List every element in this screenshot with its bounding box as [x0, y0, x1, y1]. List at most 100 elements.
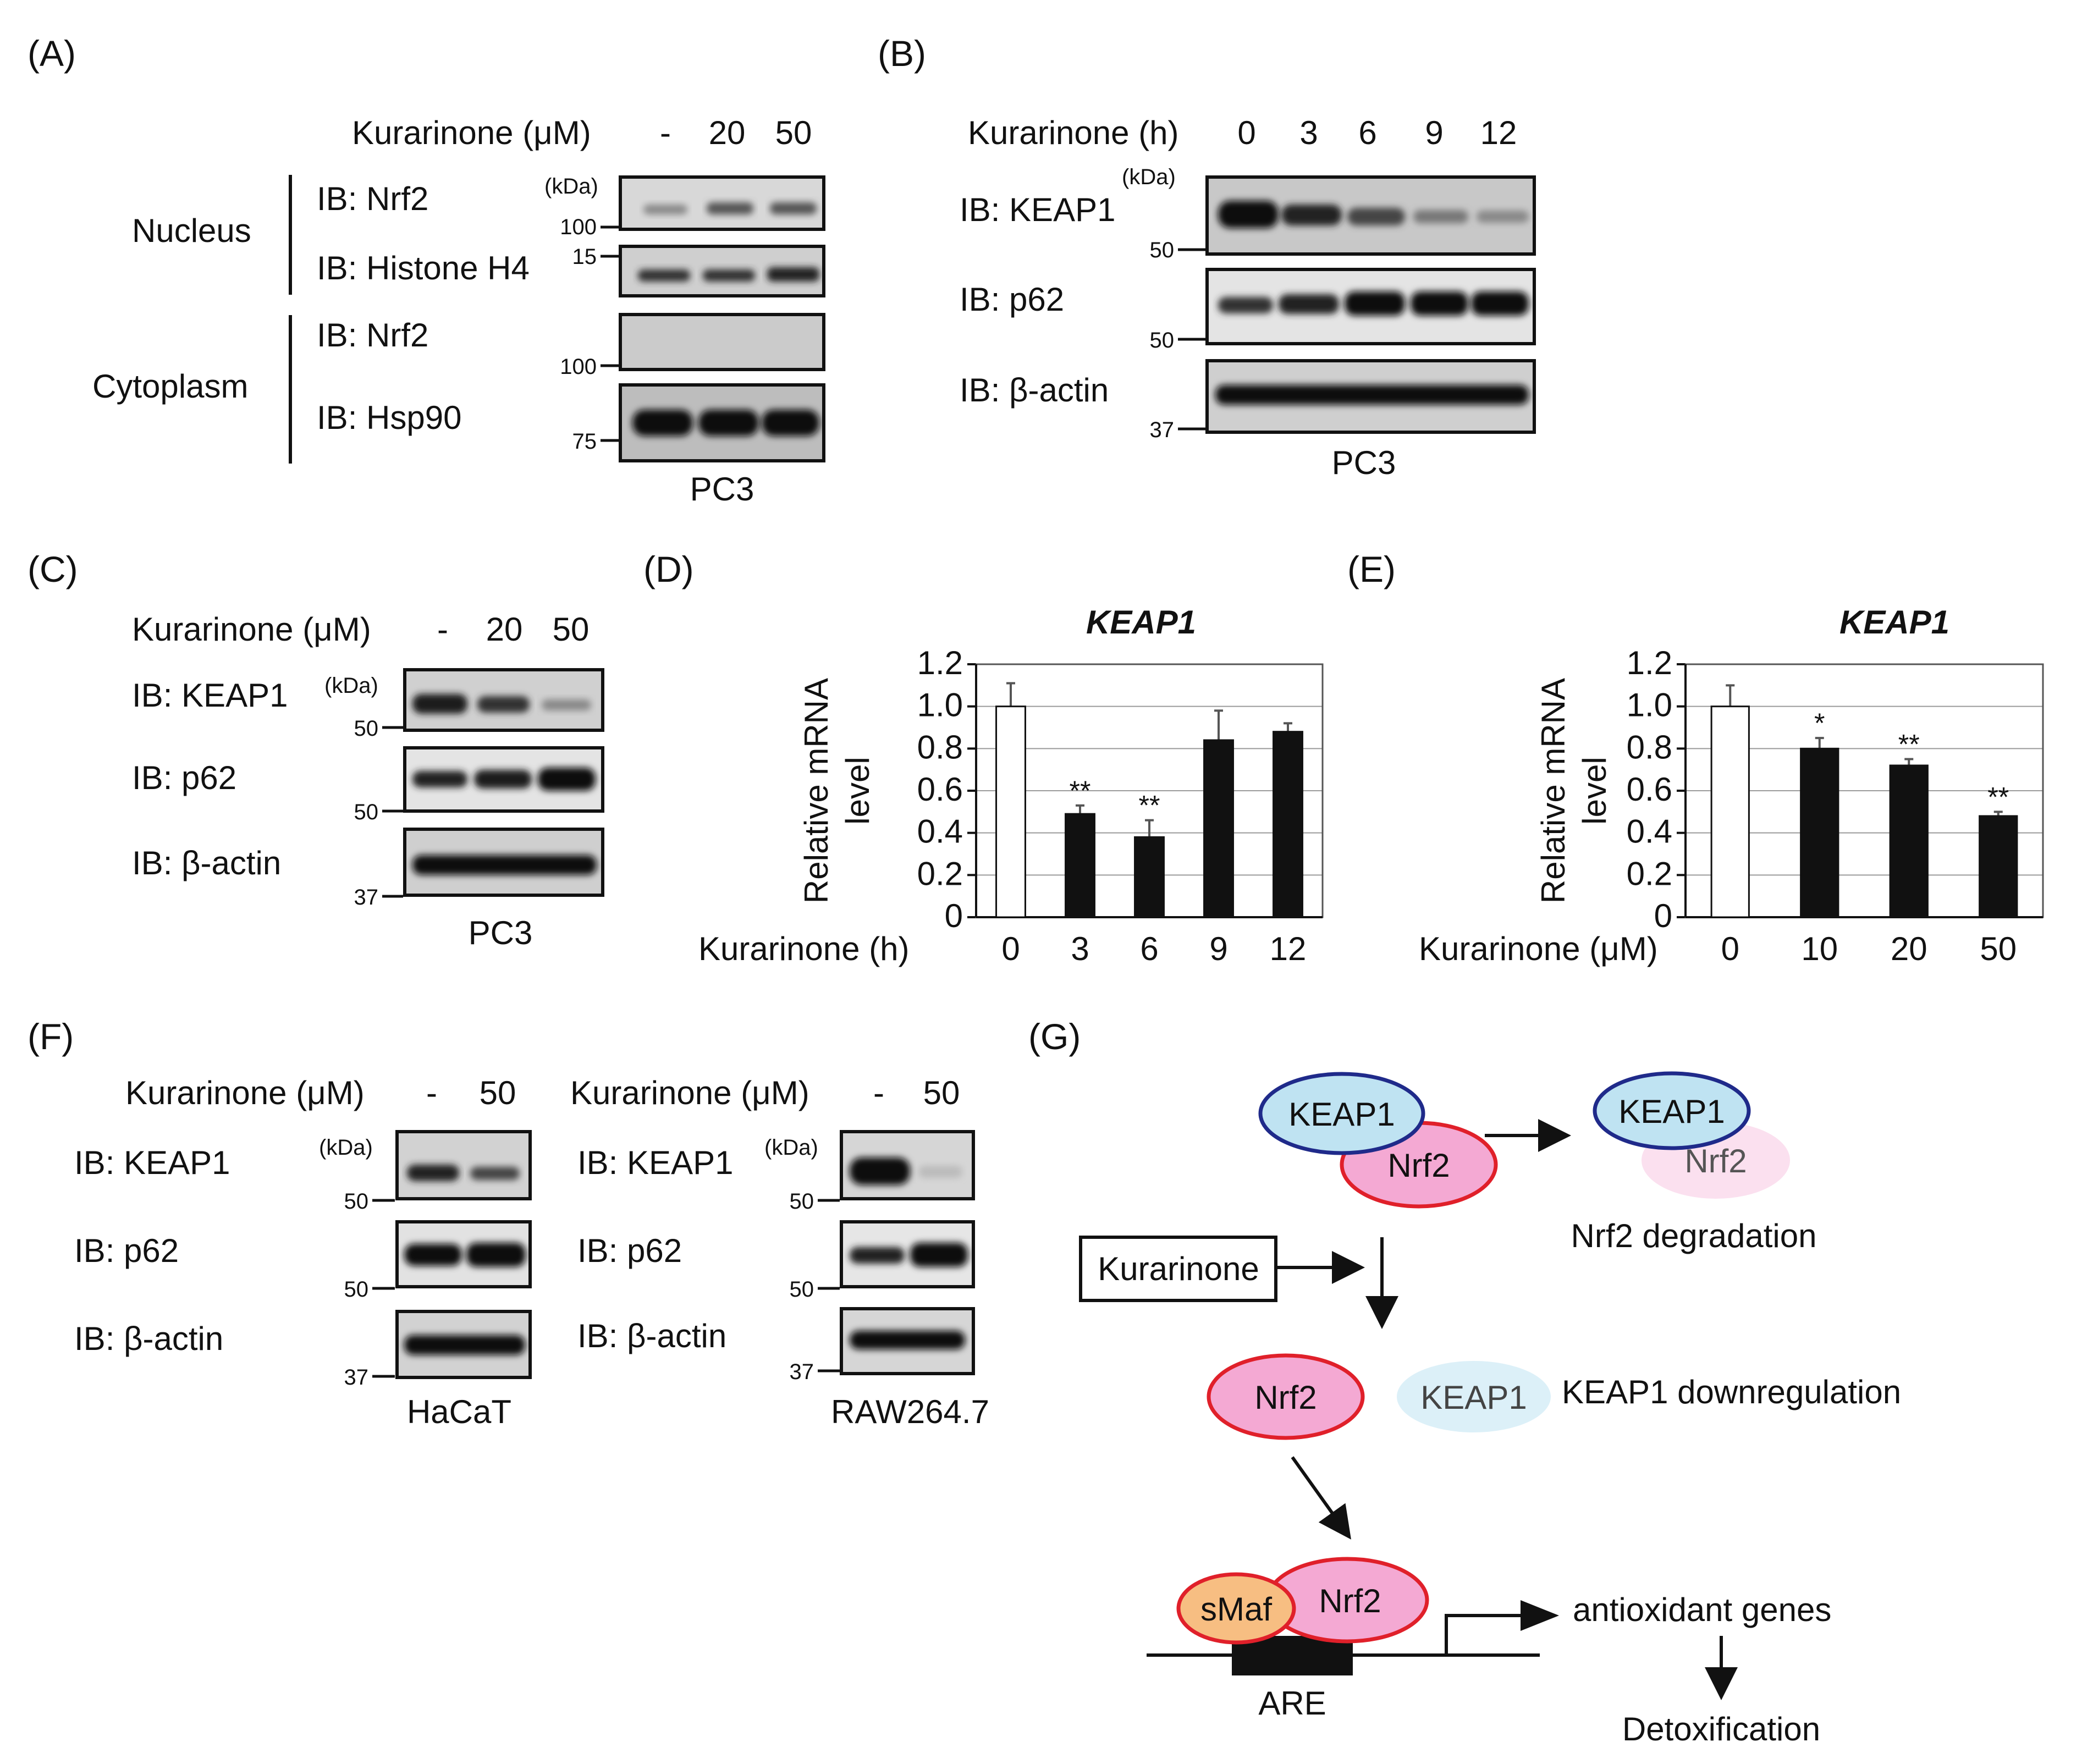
- x-tick-label: 10: [1801, 930, 1838, 967]
- y-tick-label: 0.4: [1627, 813, 1672, 850]
- lane-label: -: [660, 114, 671, 151]
- bar: [1979, 815, 2018, 918]
- lane-label: 50: [480, 1074, 516, 1111]
- panel-e: (E) 00.20.40.60.81.01.20*10**20**50Kurar…: [1347, 549, 2044, 967]
- ib-label: IB: β-actin: [577, 1318, 726, 1354]
- panel-label-d: (D): [643, 549, 694, 589]
- mw-marker: 50: [344, 1277, 369, 1302]
- mw-marker: 37: [354, 885, 379, 909]
- kurarinone-box: [1079, 1236, 1277, 1302]
- bar: [1134, 836, 1165, 918]
- lane-label: 20: [486, 611, 523, 648]
- ib-label: IB: p62: [577, 1232, 682, 1269]
- blot-keap1: [1205, 175, 1536, 256]
- chart-title: KEAP1: [1839, 604, 1949, 641]
- x-tick-label: 12: [1270, 930, 1307, 967]
- lane-label: 50: [775, 114, 812, 151]
- bar: [1203, 739, 1234, 918]
- x-tick-label: 6: [1140, 930, 1158, 967]
- mw-marker: 37: [344, 1365, 369, 1390]
- y-tick-label: 1.0: [917, 687, 963, 724]
- mw-marker: 50: [344, 1189, 369, 1214]
- x-tick-label: 0: [1721, 930, 1739, 967]
- nrf2-bound-label: Nrf2: [1319, 1583, 1381, 1619]
- x-tick-label: 20: [1891, 930, 1927, 967]
- mw-marker: 100: [560, 215, 597, 239]
- detoxification-label: Detoxification: [1622, 1711, 1820, 1748]
- blot-p62-hacat: [395, 1220, 532, 1288]
- blot-keap1: [403, 668, 604, 732]
- blot-p62-raw: [840, 1220, 975, 1288]
- cell-line-label: RAW264.7: [831, 1393, 989, 1430]
- treatment-label: Kurarinone (μM): [352, 114, 591, 151]
- treatment-label: Kurarinone (μM): [132, 611, 371, 648]
- blot-keap1-raw: [840, 1130, 975, 1200]
- panel-label-a: (A): [27, 33, 76, 74]
- kda-label: (kDa): [319, 1135, 373, 1160]
- mw-marker: 37: [1150, 418, 1175, 442]
- significance-mark: **: [1898, 729, 1920, 760]
- blot-p62: [1205, 268, 1536, 345]
- panel-label-b: (B): [878, 33, 926, 74]
- blot-bactin: [403, 828, 604, 897]
- x-tick-label: 9: [1209, 930, 1227, 967]
- lane-label: 6: [1358, 114, 1376, 151]
- nucleus-label: Nucleus: [132, 212, 251, 249]
- ib-label: IB: KEAP1: [74, 1144, 230, 1181]
- keap1-downregulation-label: KEAP1 downregulation: [1562, 1374, 1901, 1410]
- x-tick-label: 50: [1980, 930, 2017, 967]
- y-tick-label: 0.8: [1627, 729, 1672, 765]
- faded-keap1-label: KEAP1: [1420, 1379, 1527, 1416]
- keap1-label: KEAP1: [1288, 1096, 1395, 1133]
- blot-keap1-hacat: [395, 1130, 532, 1200]
- y-axis-label: Relative mRNA: [798, 678, 835, 903]
- chart-e: 00.20.40.60.81.01.20*10**20**50Kurarinon…: [1419, 604, 2044, 967]
- panel-f: (F) Kurarinone (μM) - 50 IB: KEAP1 IB: p…: [27, 1016, 989, 1430]
- kurarinone-label: Kurarinone: [1098, 1250, 1259, 1287]
- panel-label-g: (G): [1028, 1016, 1081, 1057]
- y-tick-label: 0.8: [917, 729, 963, 765]
- kda-label: (kDa): [544, 174, 598, 199]
- blot-nrf2-cytoplasm: [619, 313, 825, 371]
- faded-nrf2-label: Nrf2: [1684, 1143, 1747, 1179]
- faded-keap1-ellipse: [1397, 1361, 1551, 1432]
- blot-p62: [403, 746, 604, 813]
- y-tick-label: 0.6: [1627, 771, 1672, 808]
- kda-label: (kDa): [324, 674, 378, 698]
- treatment-label: Kurarinone (h): [968, 114, 1179, 151]
- lane-label: -: [437, 611, 448, 648]
- bar: [1273, 731, 1303, 918]
- y-tick-label: 1.2: [917, 644, 963, 681]
- diagonal-arrow: [1291, 1456, 1351, 1540]
- ib-label: IB: Hsp90: [317, 399, 461, 436]
- lane-label: 0: [1237, 114, 1255, 151]
- y-tick-label: 1.2: [1627, 644, 1672, 681]
- blot-nrf2-nucleus: [619, 175, 825, 231]
- panel-g: (G) Nrf2 KEAP1 Nrf2 KEAP1 Nrf2 degradati…: [1028, 1016, 1901, 1748]
- ib-label: IB: KEAP1: [132, 677, 288, 714]
- ib-label: IB: KEAP1: [960, 191, 1115, 228]
- mw-marker: 37: [790, 1360, 814, 1384]
- panel-a: (A) Kurarinone (μM) - 20 50 Nucleus Cyto…: [27, 33, 825, 508]
- x-axis-label: Kurarinone (h): [698, 930, 910, 967]
- ib-label: IB: Nrf2: [317, 317, 428, 354]
- y-tick-label: 0.4: [917, 813, 963, 850]
- treatment-label: Kurarinone (μM): [570, 1074, 809, 1111]
- y-tick-label: 1.0: [1627, 687, 1672, 724]
- kda-label: (kDa): [1122, 165, 1176, 189]
- x-axis-label: Kurarinone (μM): [1419, 930, 1658, 967]
- bar: [1889, 764, 1929, 918]
- ib-label: IB: Nrf2: [317, 180, 428, 217]
- lane-label: -: [873, 1074, 884, 1111]
- mw-marker: 50: [354, 800, 379, 824]
- cell-line-label: PC3: [1332, 444, 1396, 481]
- y-axis-label: Relative mRNA: [1535, 678, 1572, 903]
- ib-label: IB: p62: [74, 1232, 179, 1269]
- panel-b: (B) Kurarinone (h) 0 3 6 9 12 IB: KEAP1 …: [878, 33, 1536, 481]
- mw-marker: 50: [1150, 328, 1175, 352]
- blot-bactin-hacat: [395, 1310, 532, 1379]
- panel-label-c: (C): [27, 549, 78, 589]
- ib-label: IB: β-actin: [74, 1320, 223, 1357]
